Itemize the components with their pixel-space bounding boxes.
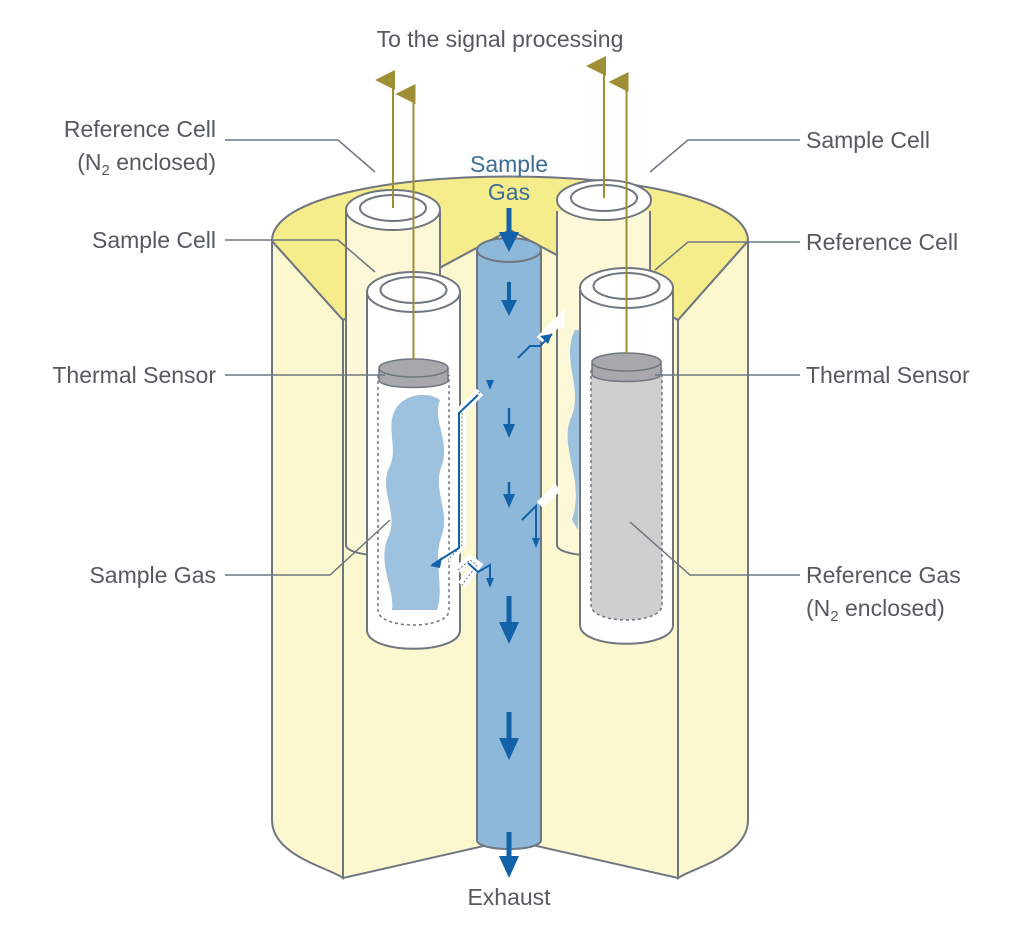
right-thermal-sensor-label: Thermal Sensor [806,362,970,388]
pipe-arrow-1 [501,282,517,316]
branch-arrow-down-left [486,380,494,390]
outer-cylinder-side [271,238,344,881]
left-sample-gas-label: Sample Gas [89,562,216,588]
right-reference-gas-note: (N2 enclosed) [806,595,945,625]
diagram-title: To the signal processing [377,26,624,52]
thermal-sensor-left [378,358,449,389]
diffusion-branches [431,309,565,588]
exhaust-arrow [499,832,519,878]
sample-gas-inlet-label-1: Sample [470,151,548,177]
left-sample-cell-label: Sample Cell [92,227,216,253]
pipe-arrow-5 [499,712,519,760]
branch-arrow-return [486,578,494,588]
flow-arrows [430,208,552,878]
pipe-arrow-3 [503,482,515,508]
branch-arrow-left [430,557,442,568]
thermal-sensor-right [591,352,662,383]
outer-cylinder-side-right [677,238,749,880]
pipe-arrow-4 [499,596,519,644]
inlet-arrow [499,208,519,252]
left-reference-cell-label: Reference Cell [64,116,216,142]
left-thermal-sensor-label: Thermal Sensor [52,362,216,388]
branch-arrow-right-up [540,334,552,344]
sample-gas-cloud [384,394,445,610]
right-reference-cell-label: Reference Cell [806,229,958,255]
left-reference-cell-note: (N2 enclosed) [77,149,216,179]
branch-arrow-down-right [532,538,540,548]
signal-lines [375,56,629,360]
right-sample-cell-label: Sample Cell [806,127,930,153]
front-right-reference-cell [579,267,674,645]
leader-lines [225,139,800,576]
sample-gas-inlet-label-2: Gas [488,179,530,205]
right-reference-gas-label: Reference Gas [806,562,961,588]
exhaust-label: Exhaust [467,884,551,910]
pipe-arrow-2 [503,408,515,438]
